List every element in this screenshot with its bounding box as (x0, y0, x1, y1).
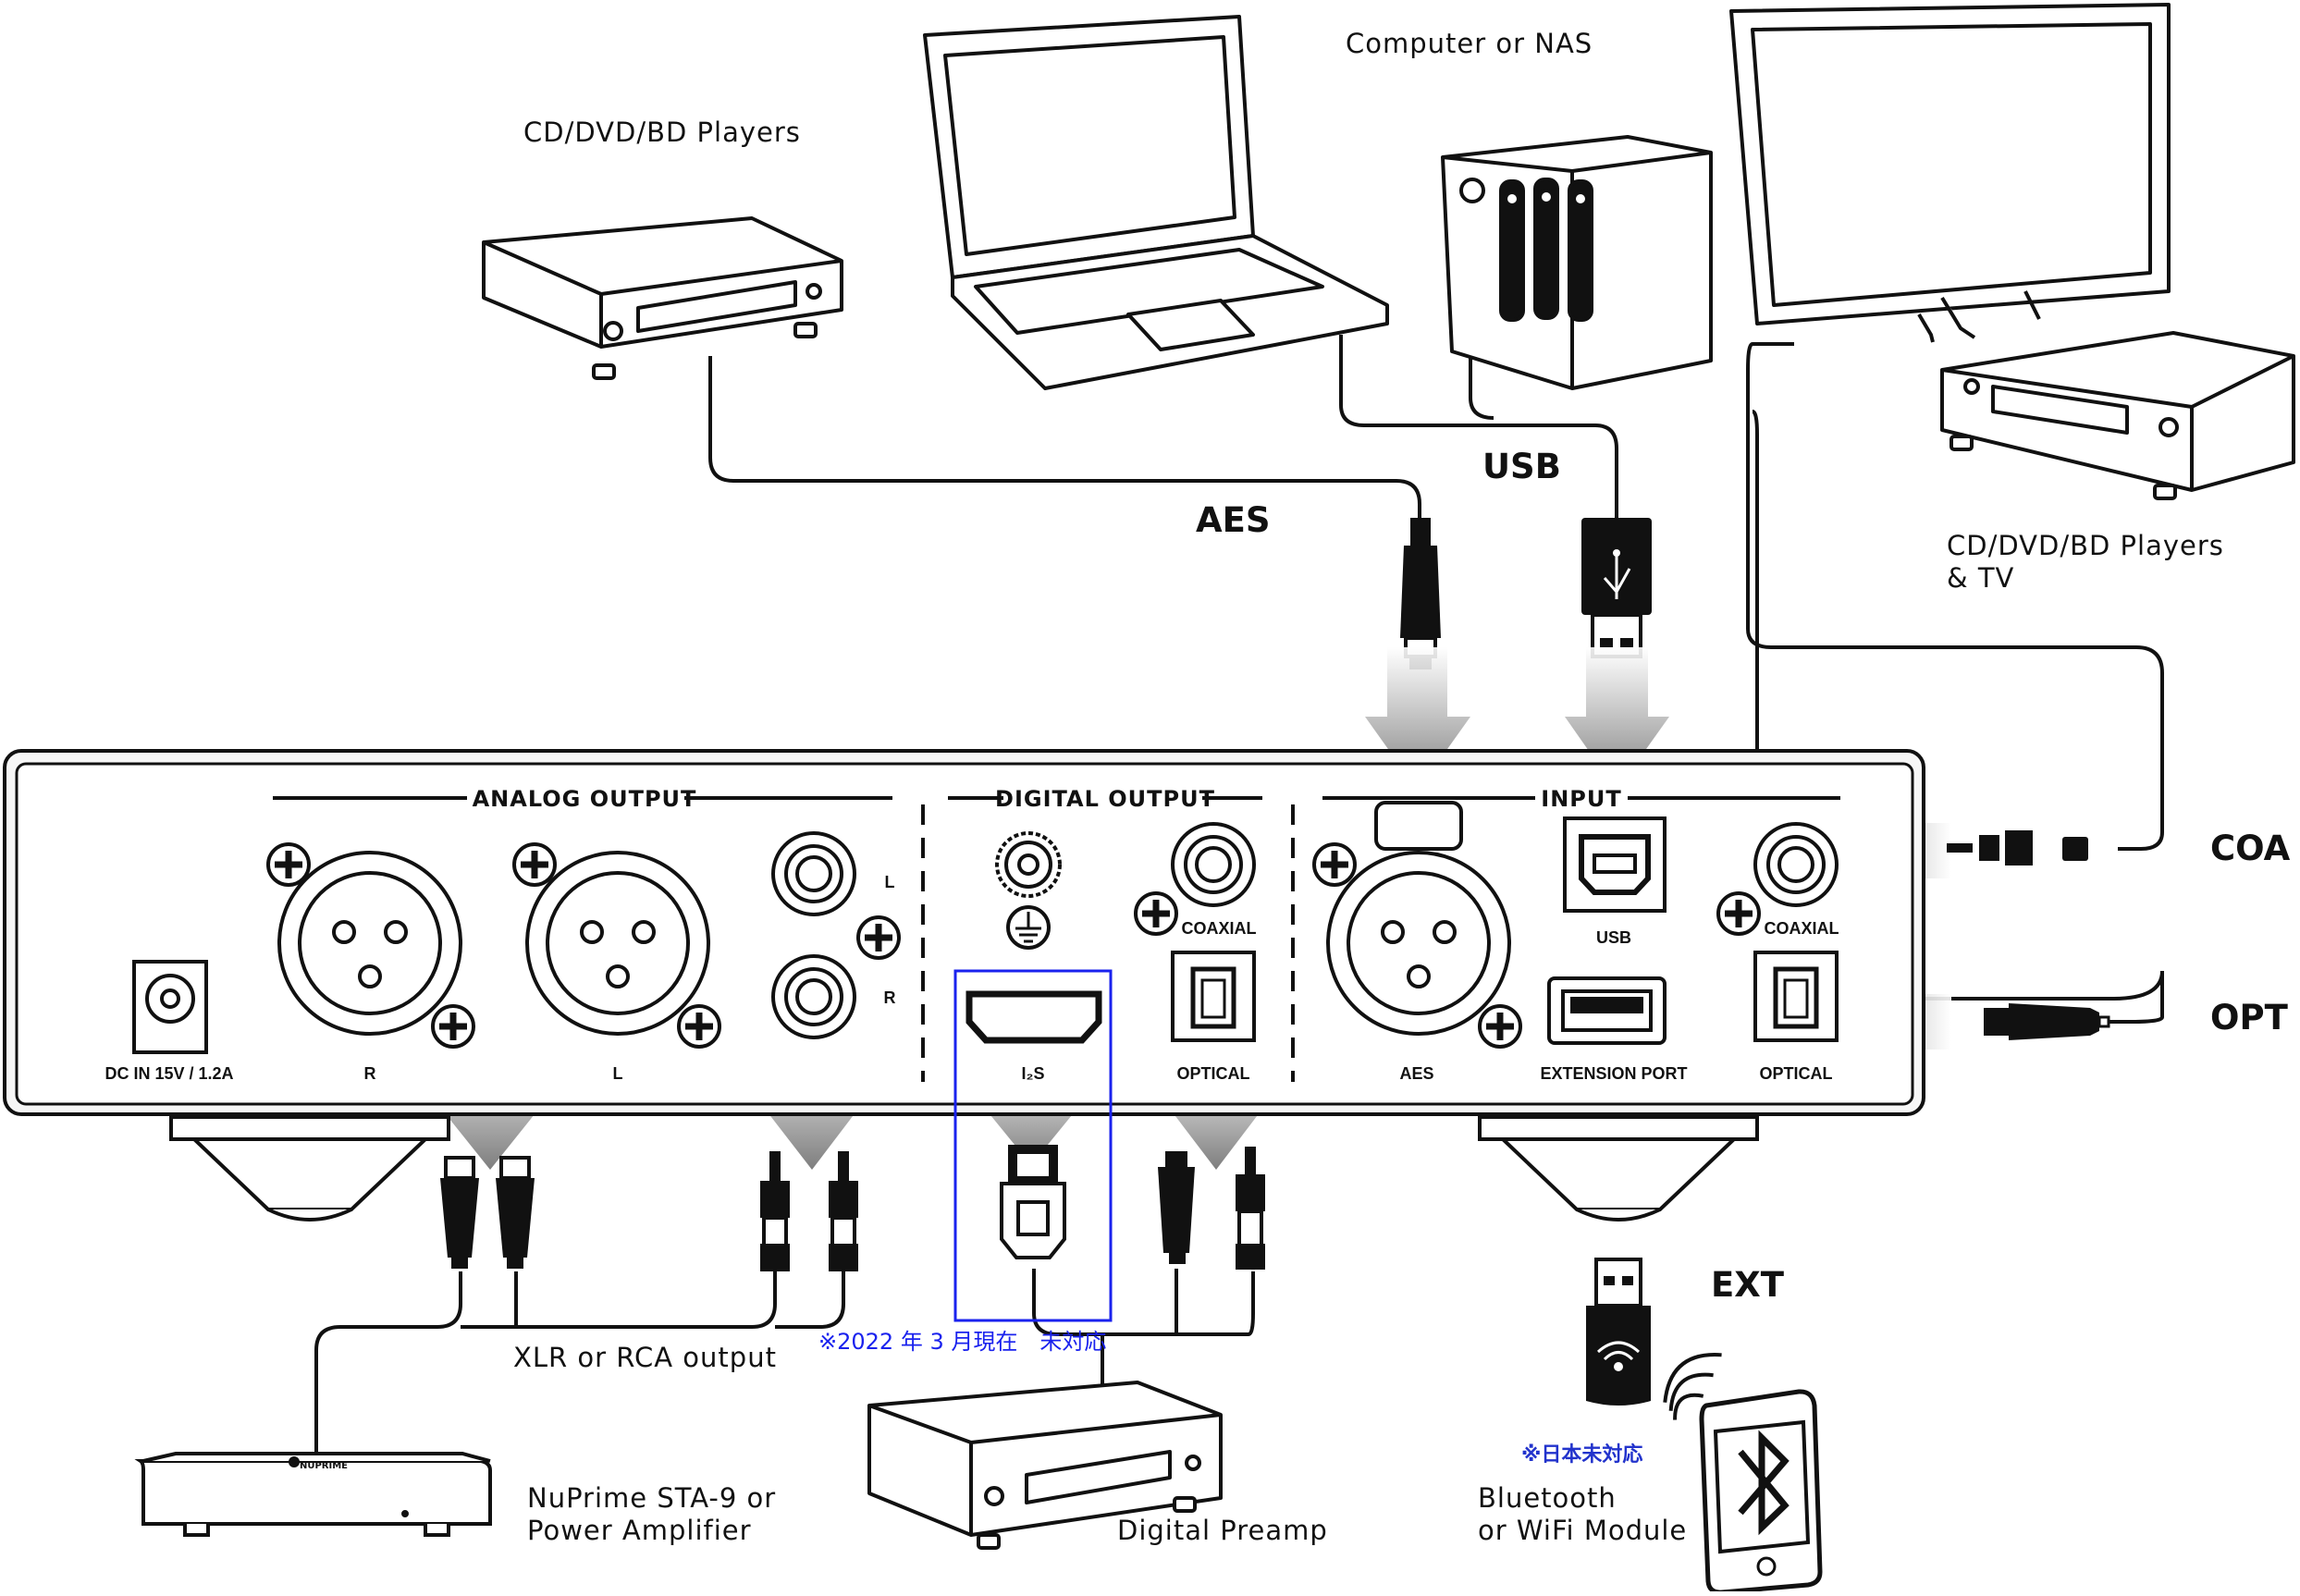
nas-icon (1441, 135, 1713, 390)
ground-terminal (995, 831, 1062, 950)
aes-plug-top (1400, 518, 1441, 669)
usb-cable-nas (1469, 344, 1494, 420)
aes-connection-label: AES (1196, 500, 1271, 540)
cables (314, 335, 2164, 1466)
usb-plug-top (1581, 518, 1652, 658)
aes-in-jack (1312, 801, 1522, 1049)
input-label: INPUT (1541, 786, 1621, 812)
tv-monitor-icon (1729, 3, 2171, 343)
power-amp-label-2: Power Amplifier (527, 1515, 752, 1546)
cd-players-top-label: CD/DVD/BD Players (523, 117, 801, 148)
coaxial-out-jack (1134, 822, 1256, 936)
opt-connection-label: OPT (2210, 998, 2289, 1037)
rca-plugs (760, 1151, 858, 1271)
usb-b-port (1563, 816, 1667, 913)
rca-l-label: L (885, 873, 895, 891)
usb-in-label: USB (1596, 928, 1631, 947)
coaxial-in-jack (1716, 822, 1839, 936)
japan-note: ※日本未対応 (1521, 1443, 1642, 1467)
xlr-r-jack (277, 851, 462, 1036)
i2s-label: I₂S (1021, 1064, 1044, 1083)
ext-connection-label: EXT (1711, 1265, 1785, 1305)
coa-cable (1746, 342, 2164, 851)
extension-port-label: EXTENSION PORT (1540, 1064, 1687, 1083)
coaxial-out-label: COAXIAL (1182, 919, 1257, 938)
optical-in-port (1753, 951, 1839, 1042)
coaxial-in-label: COAXIAL (1765, 919, 1839, 938)
opt-cable (1752, 410, 2164, 1024)
usb-cable-laptop (1339, 335, 1618, 518)
smartphone-bluetooth-icon (1663, 1353, 1823, 1595)
optical-out-port (1171, 951, 1256, 1042)
amp-brand-text: NUPRIME (300, 1461, 348, 1471)
screw-icon (512, 842, 721, 1049)
coa-plug (1947, 830, 2088, 866)
aes-in-label: AES (1399, 1064, 1433, 1083)
xlr-rca-cable (314, 1271, 845, 1466)
cd-players-tv-label-1: CD/DVD/BD Players (1947, 530, 2224, 561)
digital-preamp-label: Digital Preamp (1117, 1515, 1328, 1546)
rear-panel: ANALOG OUTPUT DIGITAL OUTPUT INPUT DC IN… (3, 749, 1925, 1322)
rca-r-label: R (884, 988, 896, 1007)
xlr-plugs (440, 1156, 535, 1269)
optical-out-plugs (1158, 1147, 1265, 1270)
aes-cable (708, 356, 1421, 546)
power-amp-label-1: NuPrime STA-9 or (527, 1482, 776, 1514)
cd-player-right-icon (1940, 331, 2295, 500)
bt-module-label-2: or WiFi Module (1478, 1515, 1687, 1546)
power-amplifier-icon: NUPRIME (134, 1452, 492, 1537)
optical-out-label: OPTICAL (1177, 1064, 1250, 1083)
i2s-hdmi-plug (1000, 1145, 1066, 1259)
cd-players-tv-label-2: & TV (1947, 562, 2014, 594)
dc-in-jack (132, 960, 208, 1054)
extension-port (1547, 976, 1667, 1045)
i2s-highlight-box (953, 969, 1113, 1322)
screw-icon (266, 842, 475, 1049)
laptop-icon (923, 15, 1389, 390)
xlr-l-label: L (613, 1064, 623, 1083)
digital-output-label: DIGITAL OUTPUT (995, 786, 1215, 812)
analog-output-label: ANALOG OUTPUT (473, 786, 697, 812)
rca-jacks (771, 831, 901, 1039)
usb-arrow (1565, 647, 1669, 791)
coa-connection-label: COA (2210, 829, 2291, 868)
xlr-r-label: R (364, 1064, 376, 1083)
aes-arrow (1365, 647, 1470, 791)
xlr-l-jack (525, 851, 710, 1036)
usb-connection-label: USB (1482, 447, 1561, 486)
computer-nas-label: Computer or NAS (1346, 28, 1593, 59)
usb-dongle-icon (1586, 1258, 1651, 1406)
bt-module-label-1: Bluetooth (1478, 1482, 1617, 1514)
optical-in-label: OPTICAL (1760, 1064, 1833, 1083)
xlr-rca-output-label: XLR or RCA output (513, 1342, 777, 1373)
opt-plug (1984, 1003, 2110, 1040)
cd-player-top-icon (482, 216, 843, 380)
digital-preamp-icon (867, 1381, 1223, 1550)
i2s-note: ※2022 年 3 月現在 未対応 (818, 1329, 1106, 1355)
i2s-hdmi-port (966, 990, 1102, 1044)
dc-in-label: DC IN 15V / 1.2A (105, 1064, 233, 1083)
